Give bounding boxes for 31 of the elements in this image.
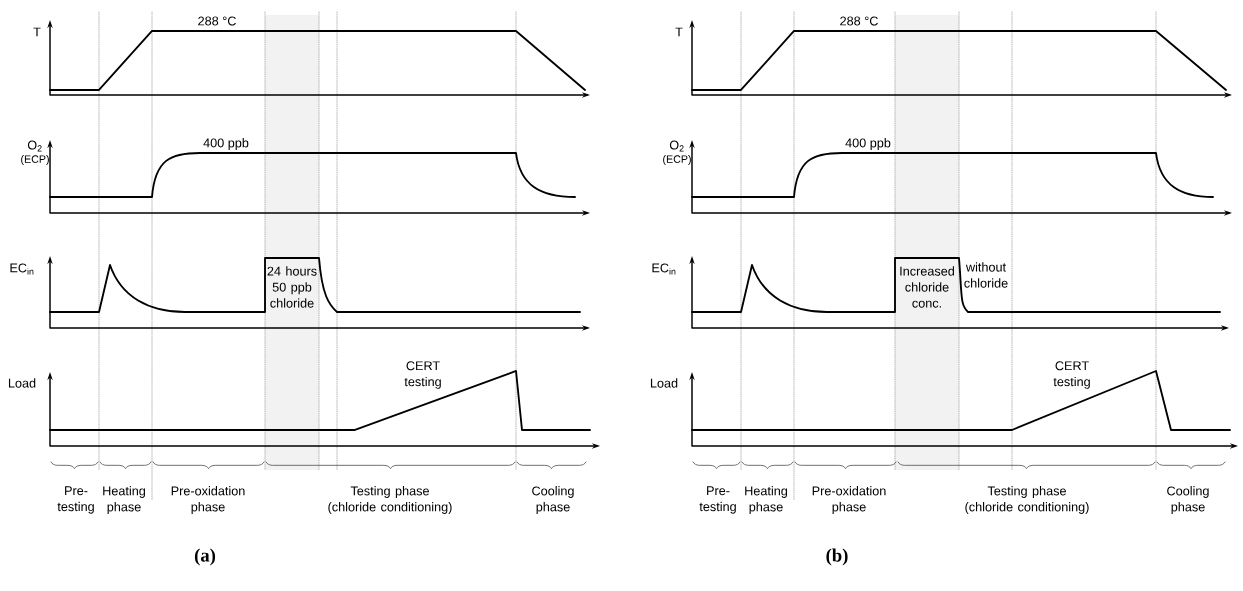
phase-label: Pre-testing	[57, 486, 94, 514]
axis-label: T	[675, 27, 683, 37]
axis-label: (ECP)	[663, 155, 691, 165]
axis-label: T	[33, 27, 41, 37]
band-annotation: Increased chloride conc.	[900, 266, 954, 308]
panel-label: (a)	[194, 548, 216, 566]
value-label: 288 °C	[198, 16, 236, 26]
axis-label: EC$_{in}$	[10, 263, 34, 275]
value-label: 400 ppb	[203, 138, 249, 150]
annotation: CERT testing	[1053, 361, 1090, 389]
phase-label: Testing phase (chloride conditioning)	[328, 486, 452, 514]
annotation: CERT testing	[404, 361, 441, 389]
phase-label: Heating phase	[103, 486, 145, 514]
axis-label: O$_{2}$	[27, 140, 42, 152]
axis-label: (ECP)	[21, 155, 49, 165]
annotation: without chloride	[964, 262, 1008, 288]
phase-label: Cooling phase	[1167, 486, 1209, 514]
phase-label: Pre-oxidation phase	[812, 486, 886, 514]
axis-label: O$_{2}$	[669, 140, 684, 152]
axis-label: Load	[650, 378, 678, 388]
phase-label: Testing phase (chloride conditioning)	[965, 486, 1089, 514]
phase-label: Cooling phase	[532, 486, 574, 514]
value-label: 288 °C	[840, 16, 878, 26]
band-annotation: 24 hours 50 ppb chloride	[267, 266, 317, 308]
value-label: 400 ppb	[845, 138, 891, 150]
axis-label: Load	[8, 378, 36, 388]
axis-label: EC$_{in}$	[652, 263, 676, 275]
phase-label: Pre-testing	[699, 486, 736, 514]
phase-label: Heating phase	[745, 486, 787, 514]
panel-label: (b)	[826, 548, 848, 566]
phase-label: Pre-oxidation phase	[171, 486, 245, 514]
